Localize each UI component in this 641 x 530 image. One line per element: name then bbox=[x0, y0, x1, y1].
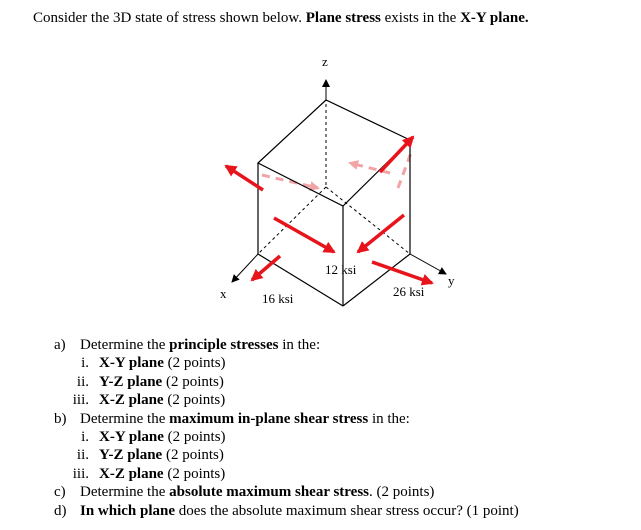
sigma-y-label: 26 ksi bbox=[393, 284, 425, 299]
hidden-edge-x bbox=[257, 186, 327, 255]
shear-stress-label: 12 ksi bbox=[325, 262, 357, 277]
sigma-x-arrow-top bbox=[224, 164, 264, 192]
stress-arrows bbox=[224, 135, 434, 286]
hidden-shear-arrow-2 bbox=[348, 160, 391, 175]
shear-arrow-x-face bbox=[273, 216, 336, 254]
question-c: c)Determine the absolute maximum shear s… bbox=[54, 484, 435, 501]
question-a-item: iii.X-Z plane (2 points) bbox=[72, 392, 226, 409]
x-axis-label: x bbox=[220, 286, 227, 301]
y-axis-label: y bbox=[448, 273, 455, 288]
axes bbox=[231, 79, 447, 283]
question-list: a)Determine the principle stresses in th… bbox=[54, 336, 519, 520]
sigma-y-arrow-top bbox=[378, 135, 415, 174]
y-axis bbox=[409, 253, 447, 275]
shear-arrow-y-face bbox=[356, 213, 406, 254]
cube-edge-bottom-right bbox=[342, 253, 411, 307]
question-d: d)In which plane does the absolute maxim… bbox=[54, 502, 519, 519]
problem-statement: Consider the 3D state of stress shown be… bbox=[33, 10, 529, 26]
question-b-item: iii.X-Z plane (2 points) bbox=[72, 465, 226, 482]
x-axis bbox=[231, 253, 259, 283]
question-b-item: i.X-Y plane (2 points) bbox=[81, 428, 226, 445]
hidden-face-arrows bbox=[261, 149, 414, 192]
plane-stress-term: Plane stress bbox=[305, 10, 381, 26]
sigma-x-arrow-bottom bbox=[250, 254, 282, 282]
z-axis-label: z bbox=[322, 54, 328, 69]
hidden-shear-arrow-1 bbox=[261, 173, 320, 192]
question-b: b)Determine the maximum in-plane shear s… bbox=[54, 410, 410, 427]
question-a: a)Determine the principle stresses in th… bbox=[54, 337, 321, 353]
xy-plane-term: X-Y plane. bbox=[460, 10, 529, 26]
sigma-x-label: 16 ksi bbox=[262, 291, 294, 306]
question-b-item: ii.Y-Z plane (2 points) bbox=[76, 447, 224, 464]
hidden-edges bbox=[257, 80, 411, 255]
question-a-item: i.X-Y plane (2 points) bbox=[81, 355, 226, 372]
sigma-y-arrow-bottom bbox=[371, 260, 434, 286]
cube-top-face bbox=[256, 99, 412, 207]
question-a-item: ii.Y-Z plane (2 points) bbox=[76, 373, 224, 390]
